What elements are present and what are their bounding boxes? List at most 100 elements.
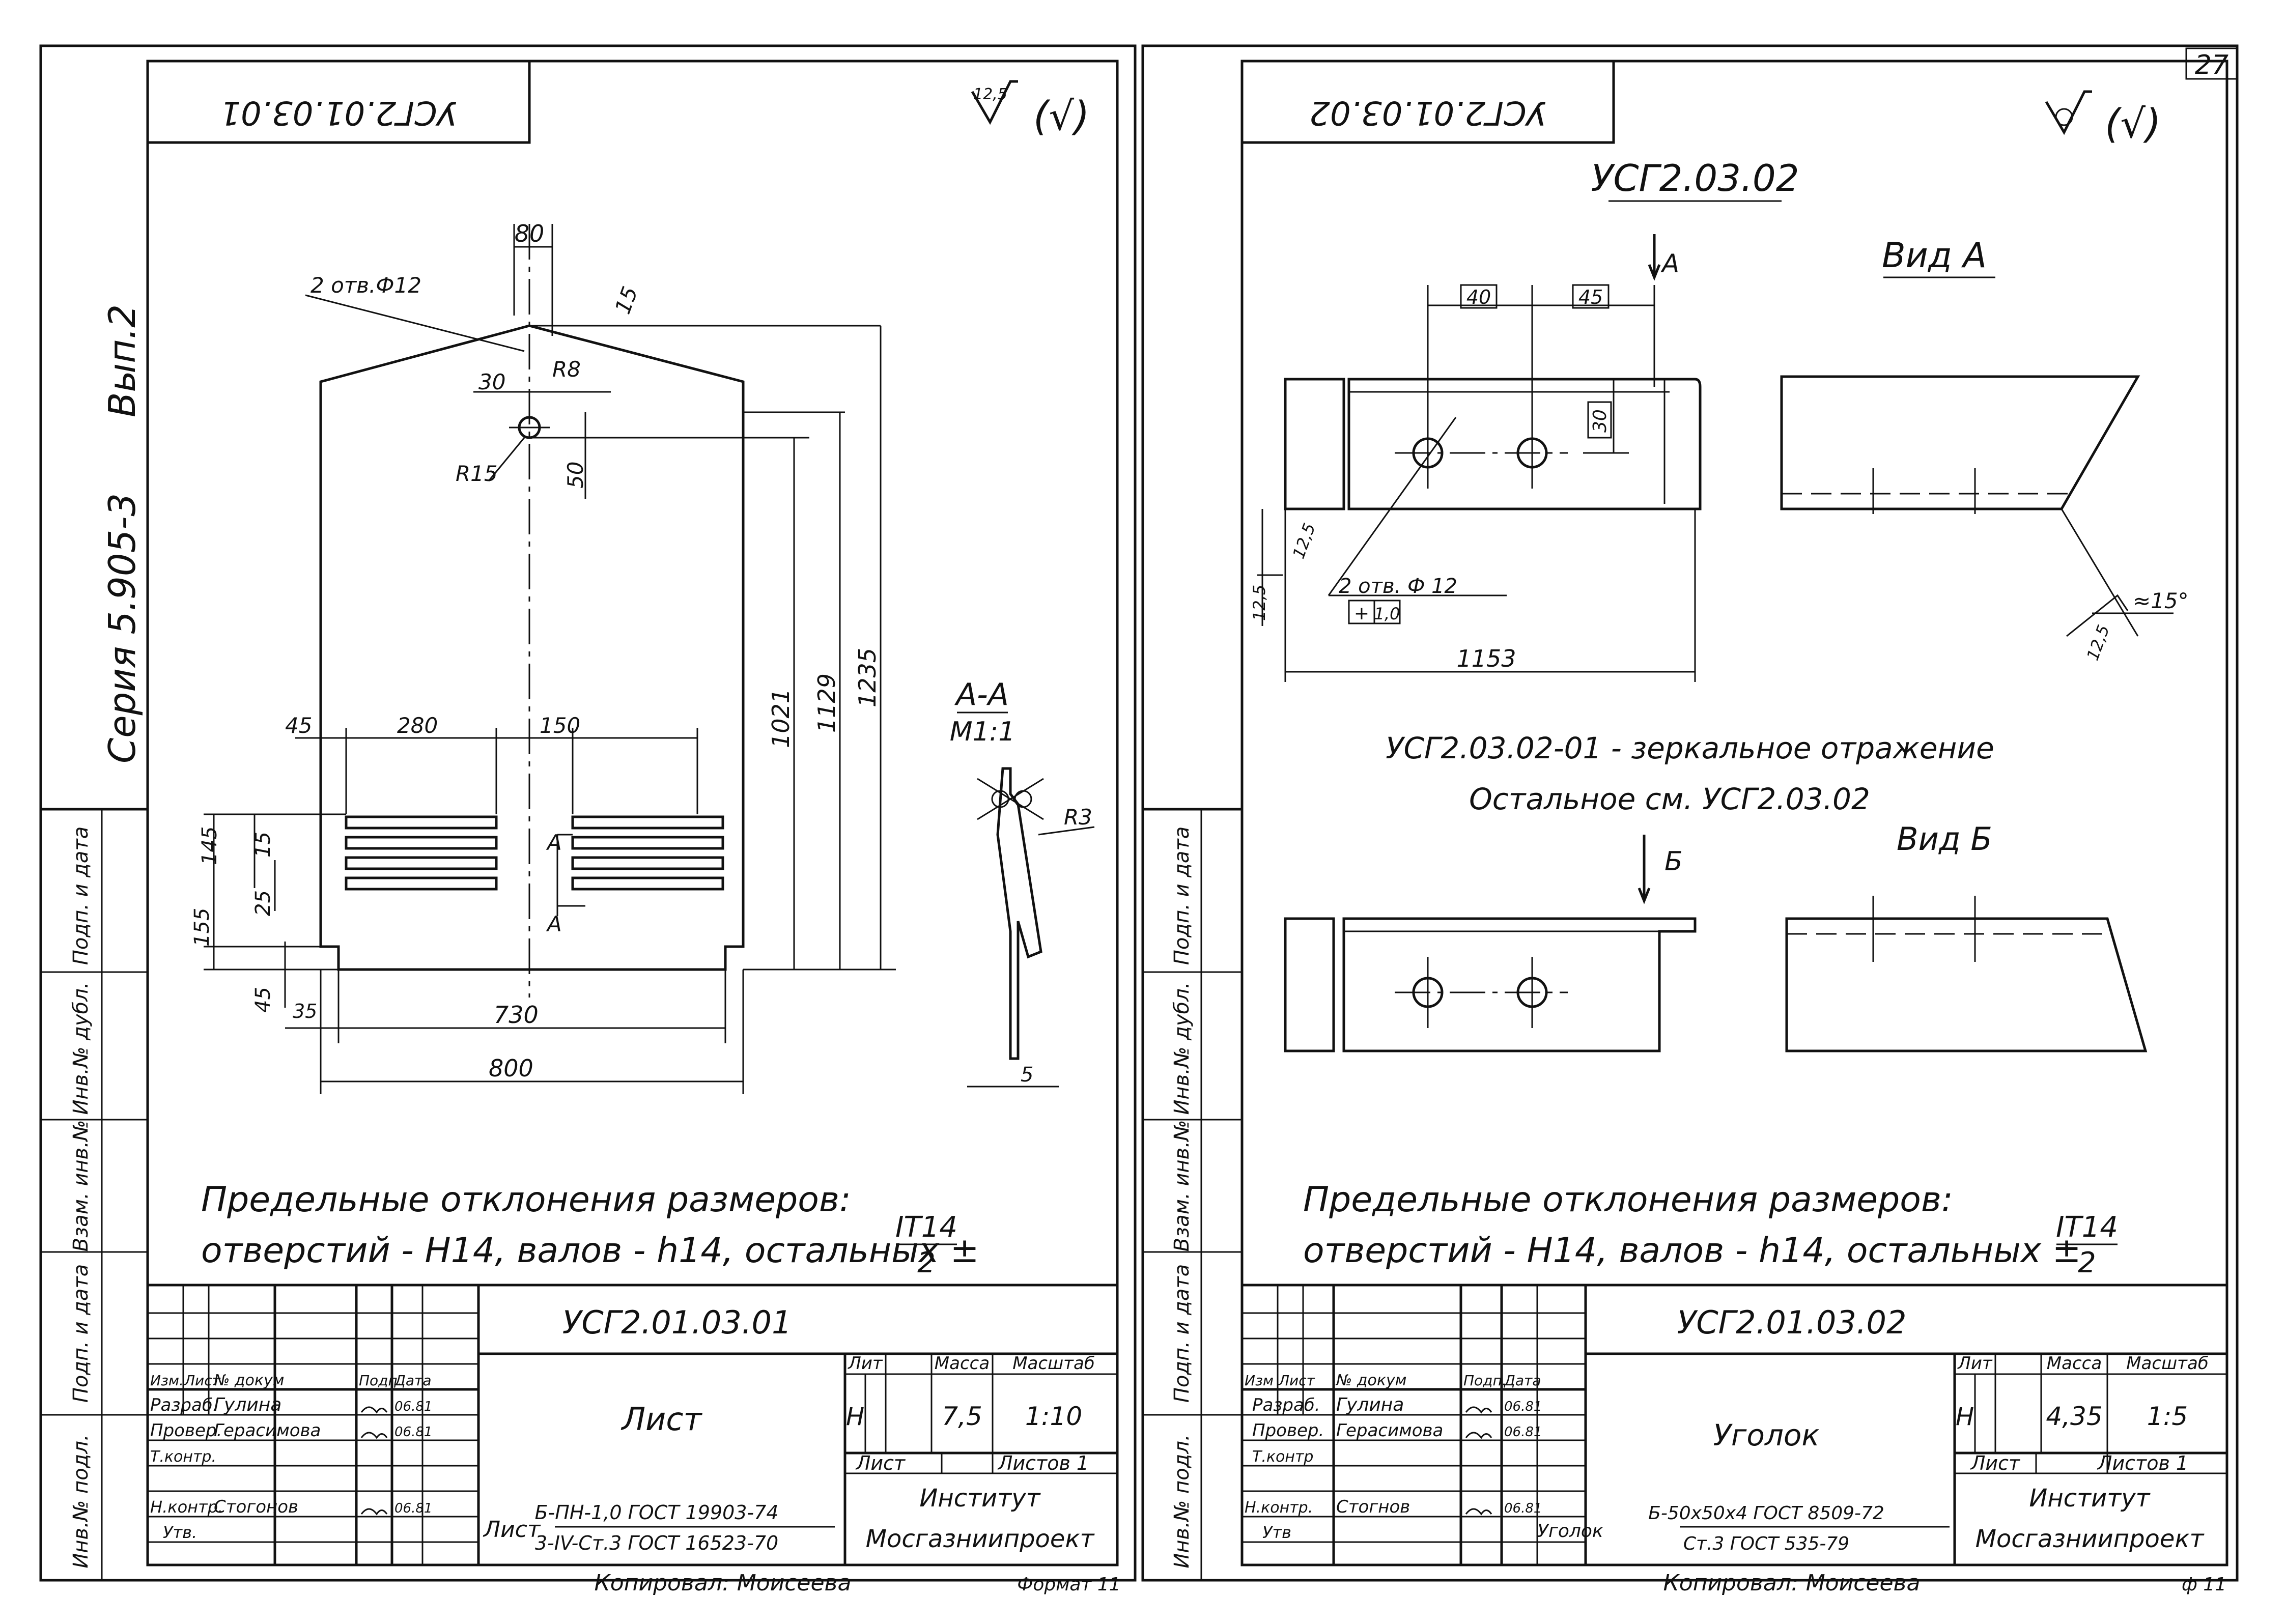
svg-text:Провер.: Провер. [1252,1420,1324,1441]
svg-text:1,0: 1,0 [1374,604,1400,623]
svg-text:Листов 1: Листов 1 [2097,1452,2188,1474]
svg-text:1:5: 1:5 [2147,1402,2188,1431]
svg-text:Вид Б: Вид Б [1897,820,1992,858]
svg-text:А: А [546,830,562,855]
svg-text:45: 45 [1578,286,1603,308]
left-sheet-frame [39,44,1137,1582]
left-rotated-code: УСГ2.01.03.01 [220,94,457,131]
svg-text:УСГ2.01.03.01: УСГ2.01.03.01 [562,1304,792,1341]
svg-text:№ докум: № докум [213,1372,284,1389]
svg-text:Лист: Лист [855,1452,906,1474]
svg-text:4,35: 4,35 [2046,1402,2102,1431]
svg-text:Б: Б [1664,846,1683,877]
svg-text:R15: R15 [456,461,498,486]
svg-text:800: 800 [489,1055,533,1082]
svg-text:№ докум: № докум [1335,1372,1406,1389]
svg-text:155: 155 [190,908,214,947]
right-view-a: Вид А ≈15° 12,5 [1780,236,2189,663]
right-code-box [1240,60,1615,144]
margin-label: Инв.№ дубл. [1170,982,1194,1115]
right-footer-copied: Копировал: Моисеева [1663,1570,1921,1596]
svg-text:Изм: Изм [1245,1372,1274,1389]
svg-text:06.81: 06.81 [1504,1399,1542,1414]
svg-text:Институт: Институт [2029,1484,2151,1513]
svg-text:Б-ПН-1,0 ГОСТ 19903-74: Б-ПН-1,0 ГОСТ 19903-74 [534,1501,778,1524]
svg-text:280: 280 [397,713,438,738]
svg-text:50: 50 [563,462,588,489]
svg-text:Н.контр.: Н.контр. [150,1497,223,1517]
svg-text:Уголок: Уголок [1537,1521,1603,1542]
right-margin-strip: Подп. и дата Инв.№ дубл. Взам. инв.№ Под… [1143,808,1242,1580]
margin-label: Взам. инв.№ [1170,1120,1194,1252]
svg-text:7,5: 7,5 [942,1402,982,1431]
svg-text:Листов 1: Листов 1 [997,1452,1089,1474]
right-angle-view-b-front: Б [1284,835,1697,1052]
svg-text:12,5: 12,5 [973,86,1007,103]
svg-text:145: 145 [198,827,221,865]
svg-text:Вид А: Вид А [1882,236,1987,276]
svg-text:1153: 1153 [1456,645,1516,672]
right-tolerance-line2: отверстий - Н14, валов - h14, остальных … [1303,1231,2081,1271]
svg-text:Лист: Лист [1278,1372,1315,1389]
svg-text:1129: 1129 [813,673,840,733]
right-view-b: Вид Б [1785,820,2148,1052]
left-footer-copied: Копировал: Моисеева [595,1570,852,1596]
svg-text:М1:1: М1:1 [950,717,1015,747]
svg-text:Утв: Утв [1262,1523,1291,1542]
svg-text:Разраб.: Разраб. [150,1395,218,1415]
right-rotated-code: УСГ2.01.03.02 [1309,94,1546,131]
svg-text:2 отв.Ф12: 2 отв.Ф12 [311,273,421,298]
svg-text:(√): (√) [1033,94,1090,139]
svg-text:Лист: Лист [483,1517,541,1543]
svg-text:06.81: 06.81 [394,1501,432,1516]
svg-text:А-А: А-А [954,677,1009,713]
svg-text:35: 35 [293,1000,317,1022]
left-tolerance-line2: отверстий - Н14, валов - h14, остальных … [201,1231,979,1271]
svg-text:12,5: 12,5 [1250,585,1269,621]
svg-text:Изм.: Изм. [150,1372,184,1389]
right-footer-format: ф 11 [2182,1574,2226,1595]
svg-text:Стогнов: Стогнов [1336,1497,1410,1517]
left-sheet-part [204,224,896,1094]
svg-text:25: 25 [251,890,275,916]
margin-label: Инв.№ подл. [69,1434,93,1568]
svg-text:Лист: Лист [184,1372,221,1389]
svg-text:Институт: Институт [919,1484,1041,1513]
svg-text:Лит: Лит [1957,1353,1993,1374]
left-louvres [345,815,498,891]
margin-label: Инв.№ подл. [1170,1434,1194,1568]
svg-text:2 отв. Ф 12: 2 отв. Ф 12 [1339,575,1457,598]
right-tolerance-line1: Предельные отклонения размеров: [1303,1180,1953,1220]
svg-text:12,5: 12,5 [2083,622,2113,663]
svg-text:Провер.: Провер. [150,1420,222,1441]
svg-text:45: 45 [251,987,275,1013]
right-tolerance-num: IT14 [2056,1211,2118,1244]
svg-text:Т.контр.: Т.контр. [150,1448,216,1466]
svg-text:06.81: 06.81 [394,1424,432,1440]
right-title-block: УСГ2.01.03.02 Уголок Лит Масса Масштаб Н… [1242,1284,2227,1565]
left-code-box [146,60,531,144]
left-roughness-symbol: 12,5 (√) [971,80,1090,139]
svg-text:80: 80 [515,220,545,247]
margin-label: Подп. и дата [69,1264,93,1403]
svg-text:Подп.: Подп. [359,1372,402,1389]
svg-text:1235: 1235 [854,648,881,707]
svg-text:1021: 1021 [767,689,795,748]
margin-label: Подп. и дата [69,827,93,965]
left-section-aa: А-А М1:1 R3 5 [950,677,1095,1088]
left-title-block: УСГ2.01.03.01 Лист Лит Масса Масштаб Н 7… [148,1284,1117,1565]
right-rest-note: Остальное см. УСГ2.03.02 [1469,782,1870,816]
svg-text:40: 40 [1466,286,1491,308]
svg-text:Лит: Лит [847,1353,883,1374]
svg-text:Б-50х50х4 ГОСТ 8509-72: Б-50х50х4 ГОСТ 8509-72 [1648,1503,1884,1524]
svg-text:Подп.: Подп. [1463,1372,1507,1389]
svg-text:А: А [546,911,562,936]
svg-text:Масса: Масса [935,1353,990,1374]
svg-text:Масштаб: Масштаб [1012,1353,1095,1374]
svg-text:45: 45 [285,713,312,738]
svg-text:≈15°: ≈15° [2133,588,2189,613]
svg-text:Н: Н [1956,1403,1974,1431]
svg-text:15: 15 [610,283,642,317]
svg-text:3-IV-Ст.3 ГОСТ 16523-70: 3-IV-Ст.3 ГОСТ 16523-70 [535,1532,778,1554]
